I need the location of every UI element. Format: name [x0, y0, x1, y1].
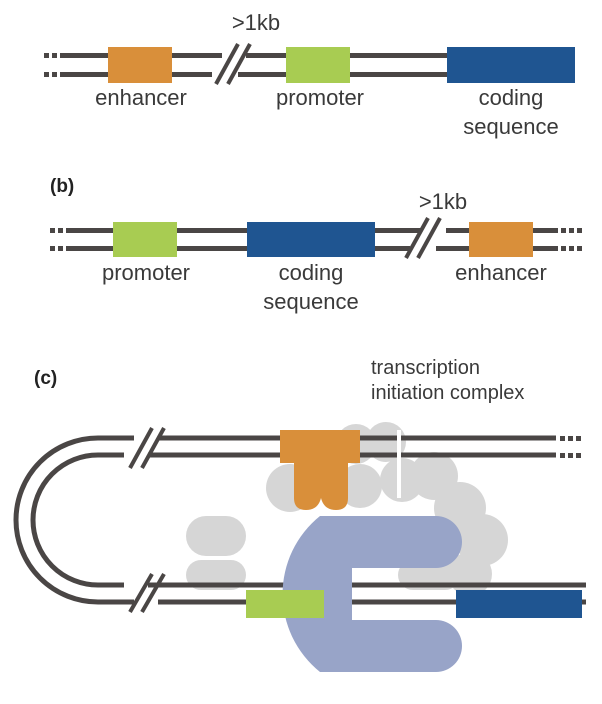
panel-a-enhancer-box — [108, 47, 172, 83]
panel-c-promoter-box — [246, 590, 324, 618]
panel-b-enhancer-label: enhancer — [455, 260, 547, 285]
panel-b-gap-label: >1kb — [419, 189, 467, 214]
panel-a-gap-label: >1kb — [232, 10, 280, 35]
panel-b-coding-box — [247, 222, 375, 257]
panel-b-letter: (b) — [50, 176, 74, 197]
panel-b-promoter-box — [113, 222, 177, 257]
panel-c-coding-box — [456, 590, 582, 618]
panel-a-promoter-label: promoter — [276, 85, 364, 110]
panel-a-promoter-box — [286, 47, 350, 83]
panel-a-coding-box — [447, 47, 575, 83]
panel-b-coding-label-1: coding — [279, 260, 344, 285]
panel-c-dna-dashed-end — [560, 436, 581, 458]
panel-c-break-slashes — [128, 427, 166, 614]
panel-b-promoter-label: promoter — [102, 260, 190, 285]
panel-a-coding-label-1: coding — [479, 85, 544, 110]
panel-c-letter: (c) — [34, 368, 57, 389]
panel-c: (c) transcription initiation complex — [13, 357, 586, 672]
panel-b: (b) >1kb promoter coding — [50, 176, 582, 314]
panel-b-enhancer-box — [469, 222, 533, 257]
mediator-complex — [282, 516, 462, 672]
tic-label-1: transcription — [371, 357, 480, 379]
panel-a: >1kb enhancer promoter coding sequence — [44, 10, 575, 139]
panel-a-enhancer-label: enhancer — [95, 85, 187, 110]
panel-c-enhancer-box — [280, 430, 360, 463]
panel-a-coding-label-2: sequence — [463, 114, 558, 139]
panel-b-coding-label-2: sequence — [263, 289, 358, 314]
tic-label-2: initiation complex — [371, 382, 524, 404]
activator-protein — [294, 463, 348, 510]
